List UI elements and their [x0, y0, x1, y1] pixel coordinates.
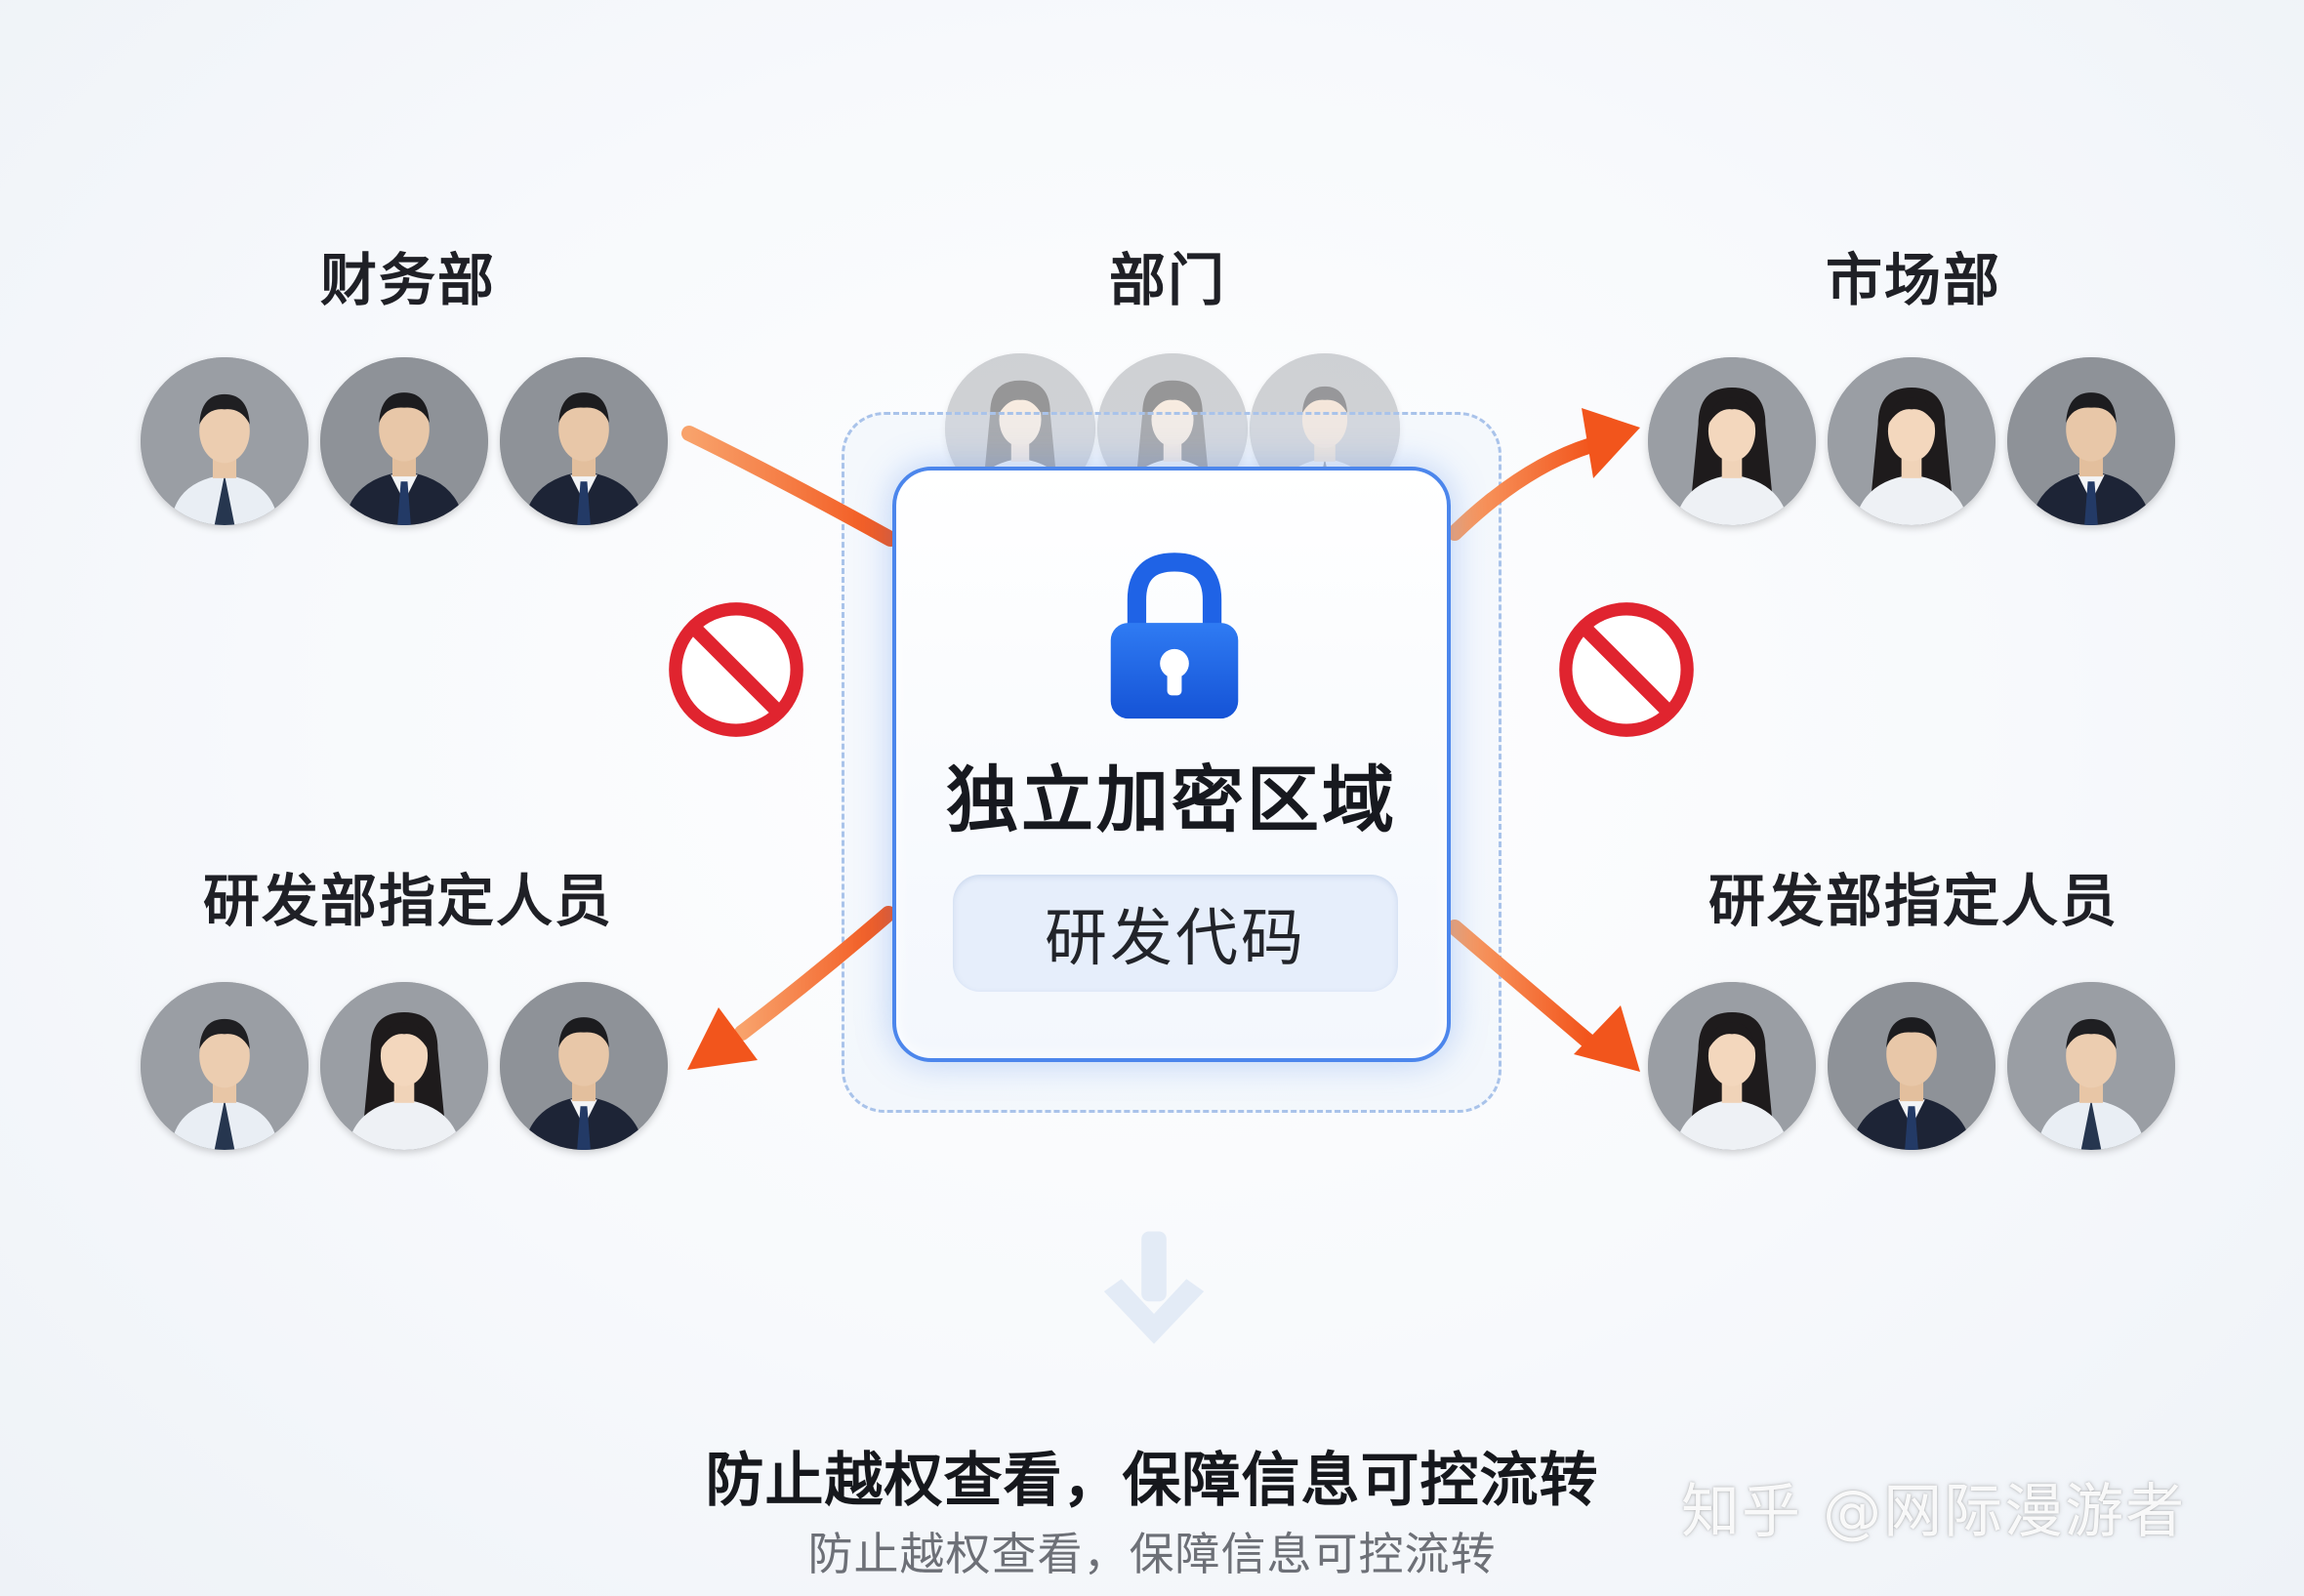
footer-subline: 防止越权查看，保障信息可控流转 — [807, 1528, 1497, 1580]
down-arrow-icon — [1103, 1231, 1205, 1344]
person-avatar — [500, 357, 668, 525]
card-title: 独立加密区域 — [946, 758, 1397, 842]
group-title-marketing: 市场部 — [1825, 247, 2002, 313]
person-avatar — [1828, 982, 1995, 1150]
arrow-icon — [1582, 408, 1640, 478]
person-avatar — [320, 982, 488, 1150]
person-avatar — [1648, 982, 1816, 1150]
person-avatar — [500, 982, 668, 1150]
watermark-text: 知乎 @网际漫游者 — [1681, 1478, 2187, 1546]
person-avatar — [1828, 357, 1995, 525]
footer-headline: 防止越权查看，保障信息可控流转 — [705, 1447, 1599, 1515]
person-avatar — [1648, 357, 1816, 525]
lock-icon — [1110, 552, 1239, 719]
person-avatar — [141, 357, 309, 525]
encrypted-area-card: 独立加密区域 研发代码 — [892, 467, 1451, 1062]
person-avatar — [2007, 357, 2175, 525]
group-title-rd-right: 研发部指定人员 — [1707, 868, 2119, 934]
group-title-finance: 财务部 — [319, 247, 497, 313]
person-avatar — [141, 982, 309, 1150]
person-avatar — [2007, 982, 2175, 1150]
group-title-rd-left: 研发部指定人员 — [202, 868, 614, 934]
no-entry-icon — [669, 602, 803, 737]
card-content-pill: 研发代码 — [953, 875, 1398, 992]
no-entry-icon — [1559, 602, 1694, 737]
group-title-department: 部门 — [1108, 247, 1227, 313]
person-avatar — [320, 357, 488, 525]
arrow-icon — [687, 1007, 758, 1070]
arrow-icon — [1574, 1005, 1640, 1072]
